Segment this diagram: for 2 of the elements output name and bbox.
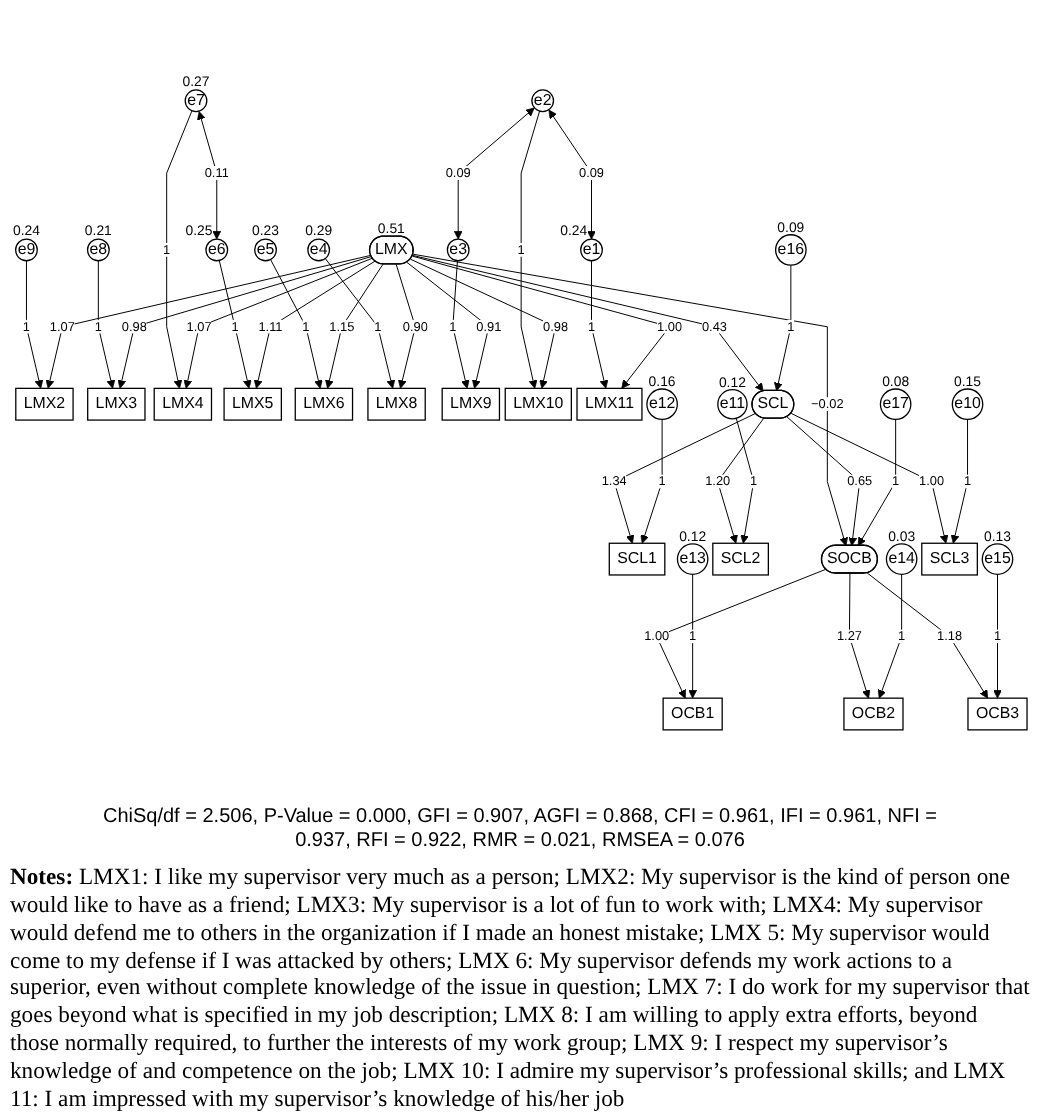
fit-statistics: ChiSq/df = 2.506, P-Value = 0.000, GFI = 0.907, AGFI = 0.868, CFI = 0.961, IFI = 0.961, NFI = 0.937, RFI = 0.922, RMR = 0.021, RMSEA = 0.076 [100,805,939,856]
notes-caption: Notes: LMX1: I like my supervisor very much as a person; LMX2: My supervisor is the kind of person one would like to have as a friend; LMX3: My supervisor is a lot of fun to work with; LMX4: My supervisor would defend me to others in the organization if I made an honest mistake; LMX 5: My supervisor would come to my defense if I was attacked by others; LMX 6: My supervisor defends my work actions to a superior, even without complete knowledge of the issue in question; LMX 7: I do work for my supervisor that goes beyond what is specified in my job description; LMX 8: I am willing to apply extra efforts, beyond those normally required, to further the interests of my work group; LMX 9: I respect my supervisor’s knowledge of and competence on the job; LMX 10: I admire my supervisor’s professional skills; and LMX 11: I am impressed with my supervisor’s knowledge of his/her job [10,863,1030,1114]
